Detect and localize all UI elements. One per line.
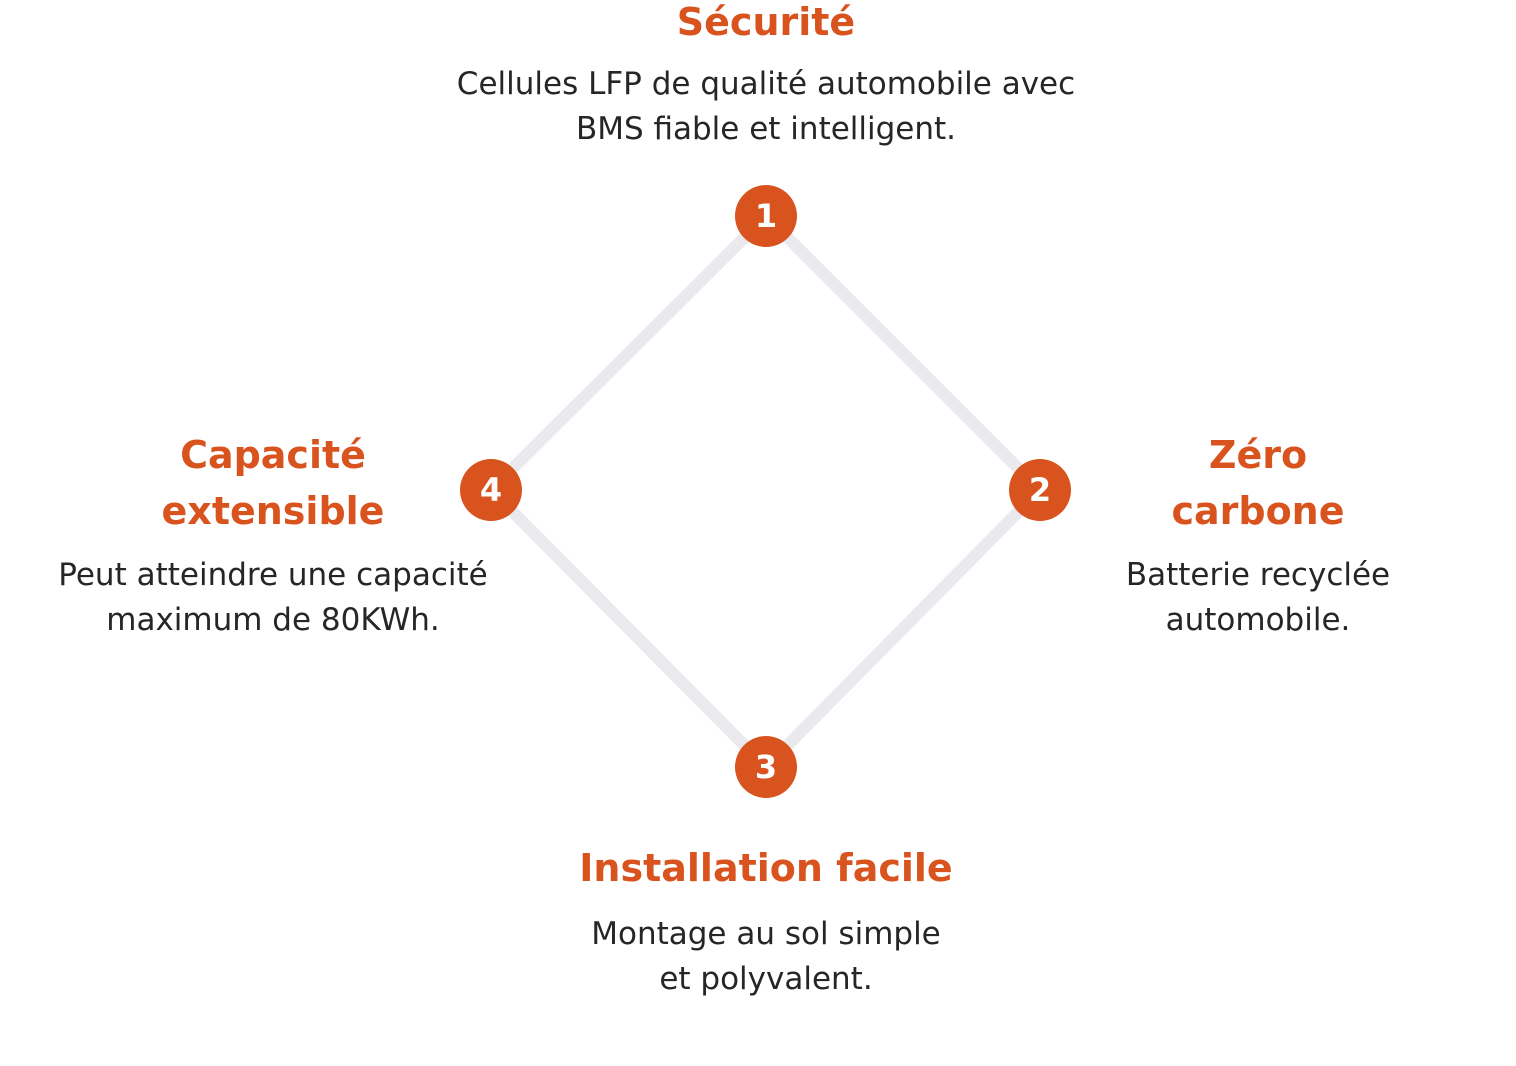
- feature-extensible-capacity: Capacité extensible Peut atteindre une c…: [20, 427, 526, 643]
- feature-easy-installation: Installation facile Montage au sol simpl…: [458, 840, 1074, 1002]
- feature-title: Installation facile: [579, 846, 953, 890]
- connector-2-3: [760, 484, 1046, 773]
- feature-title: Zéro carbone: [1090, 427, 1426, 539]
- node-1: 1: [735, 185, 797, 247]
- feature-description: Peut atteindre une capacité maximum de 8…: [20, 553, 526, 643]
- feature-zero-carbon: Zéro carbone Batterie recyclée automobil…: [1090, 427, 1426, 643]
- feature-description-line: Peut atteindre une capacité: [58, 557, 488, 593]
- feature-description-line: Montage au sol simple: [591, 916, 941, 952]
- feature-security: Sécurité Cellules LFP de qualité automob…: [358, 0, 1174, 152]
- node-4: 4: [460, 459, 522, 521]
- feature-description-line: et polyvalent.: [659, 961, 873, 997]
- feature-title-line: Capacité: [180, 433, 366, 477]
- feature-title: Capacité extensible: [20, 427, 526, 539]
- feature-description: Cellules LFP de qualité automobile avec …: [358, 62, 1174, 152]
- node-3: 3: [735, 736, 797, 798]
- feature-description: Batterie recyclée automobile.: [1090, 553, 1426, 643]
- feature-description-line: Batterie recyclée: [1125, 557, 1391, 593]
- feature-title: Sécurité: [676, 0, 856, 44]
- connector-4-1: [485, 210, 772, 496]
- feature-description: Montage au sol simple et polyvalent.: [458, 912, 1074, 1002]
- feature-description-line: automobile.: [1165, 602, 1351, 638]
- feature-title-line: carbone: [1171, 489, 1345, 533]
- connector-1-2: [760, 210, 1046, 496]
- feature-title-line: Zéro: [1208, 433, 1308, 477]
- feature-description-line: BMS fiable et intelligent.: [575, 111, 957, 147]
- feature-description-line: maximum de 80KWh.: [106, 602, 440, 638]
- node-2: 2: [1009, 459, 1071, 521]
- feature-title-line: extensible: [161, 489, 385, 533]
- connector-3-4: [485, 484, 772, 773]
- feature-description-line: Cellules LFP de qualité automobile avec: [456, 66, 1076, 102]
